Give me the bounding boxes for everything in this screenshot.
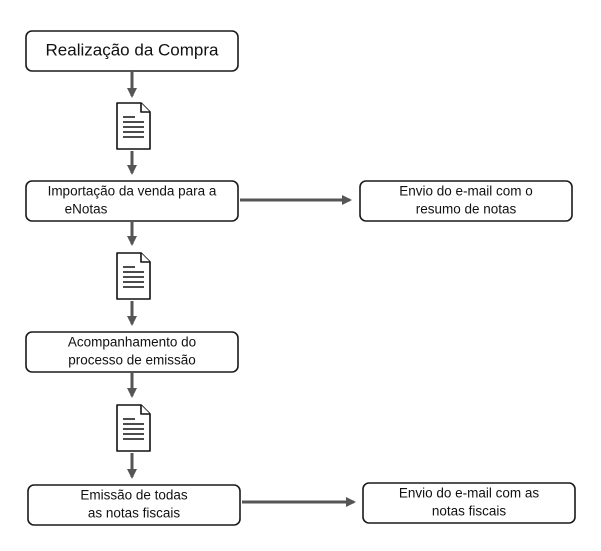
node-email-invoices-label-line1: Envio do e-mail com as — [399, 486, 540, 501]
node-tracking: Acompanhamento do processo de emissão — [25, 331, 239, 373]
node-purchase-label: Realização da Compra — [46, 40, 219, 59]
node-tracking-label-line2: processo de emissão — [68, 353, 196, 368]
document-icon — [116, 404, 151, 452]
node-email-invoices-label-line2: notas fiscais — [432, 504, 507, 519]
node-tracking-label-line1: Acompanhamento do — [68, 335, 196, 350]
node-email-summary: Envio do e-mail com o resumo de notas — [359, 180, 573, 222]
node-email-summary-label-line1: Envio do e-mail com o — [399, 184, 533, 199]
document-icon — [116, 252, 151, 300]
node-email-summary-label-line2: resumo de notas — [416, 202, 517, 217]
node-import-label-line1: Importação da venda para a — [48, 184, 217, 199]
node-issuance-label-line2: as notas fiscais — [88, 506, 181, 521]
node-issuance-label-line1: Emissão de todas — [80, 488, 188, 503]
node-email-invoices: Envio do e-mail com as notas fiscais — [362, 482, 576, 524]
document-icon — [116, 102, 151, 150]
node-issuance: Emissão de todas as notas fiscais — [27, 484, 241, 526]
node-import-label-line2: eNotas — [65, 202, 108, 217]
node-purchase: Realização da Compra — [25, 30, 239, 72]
node-import: Importação da venda para a eNotas — [25, 180, 239, 222]
